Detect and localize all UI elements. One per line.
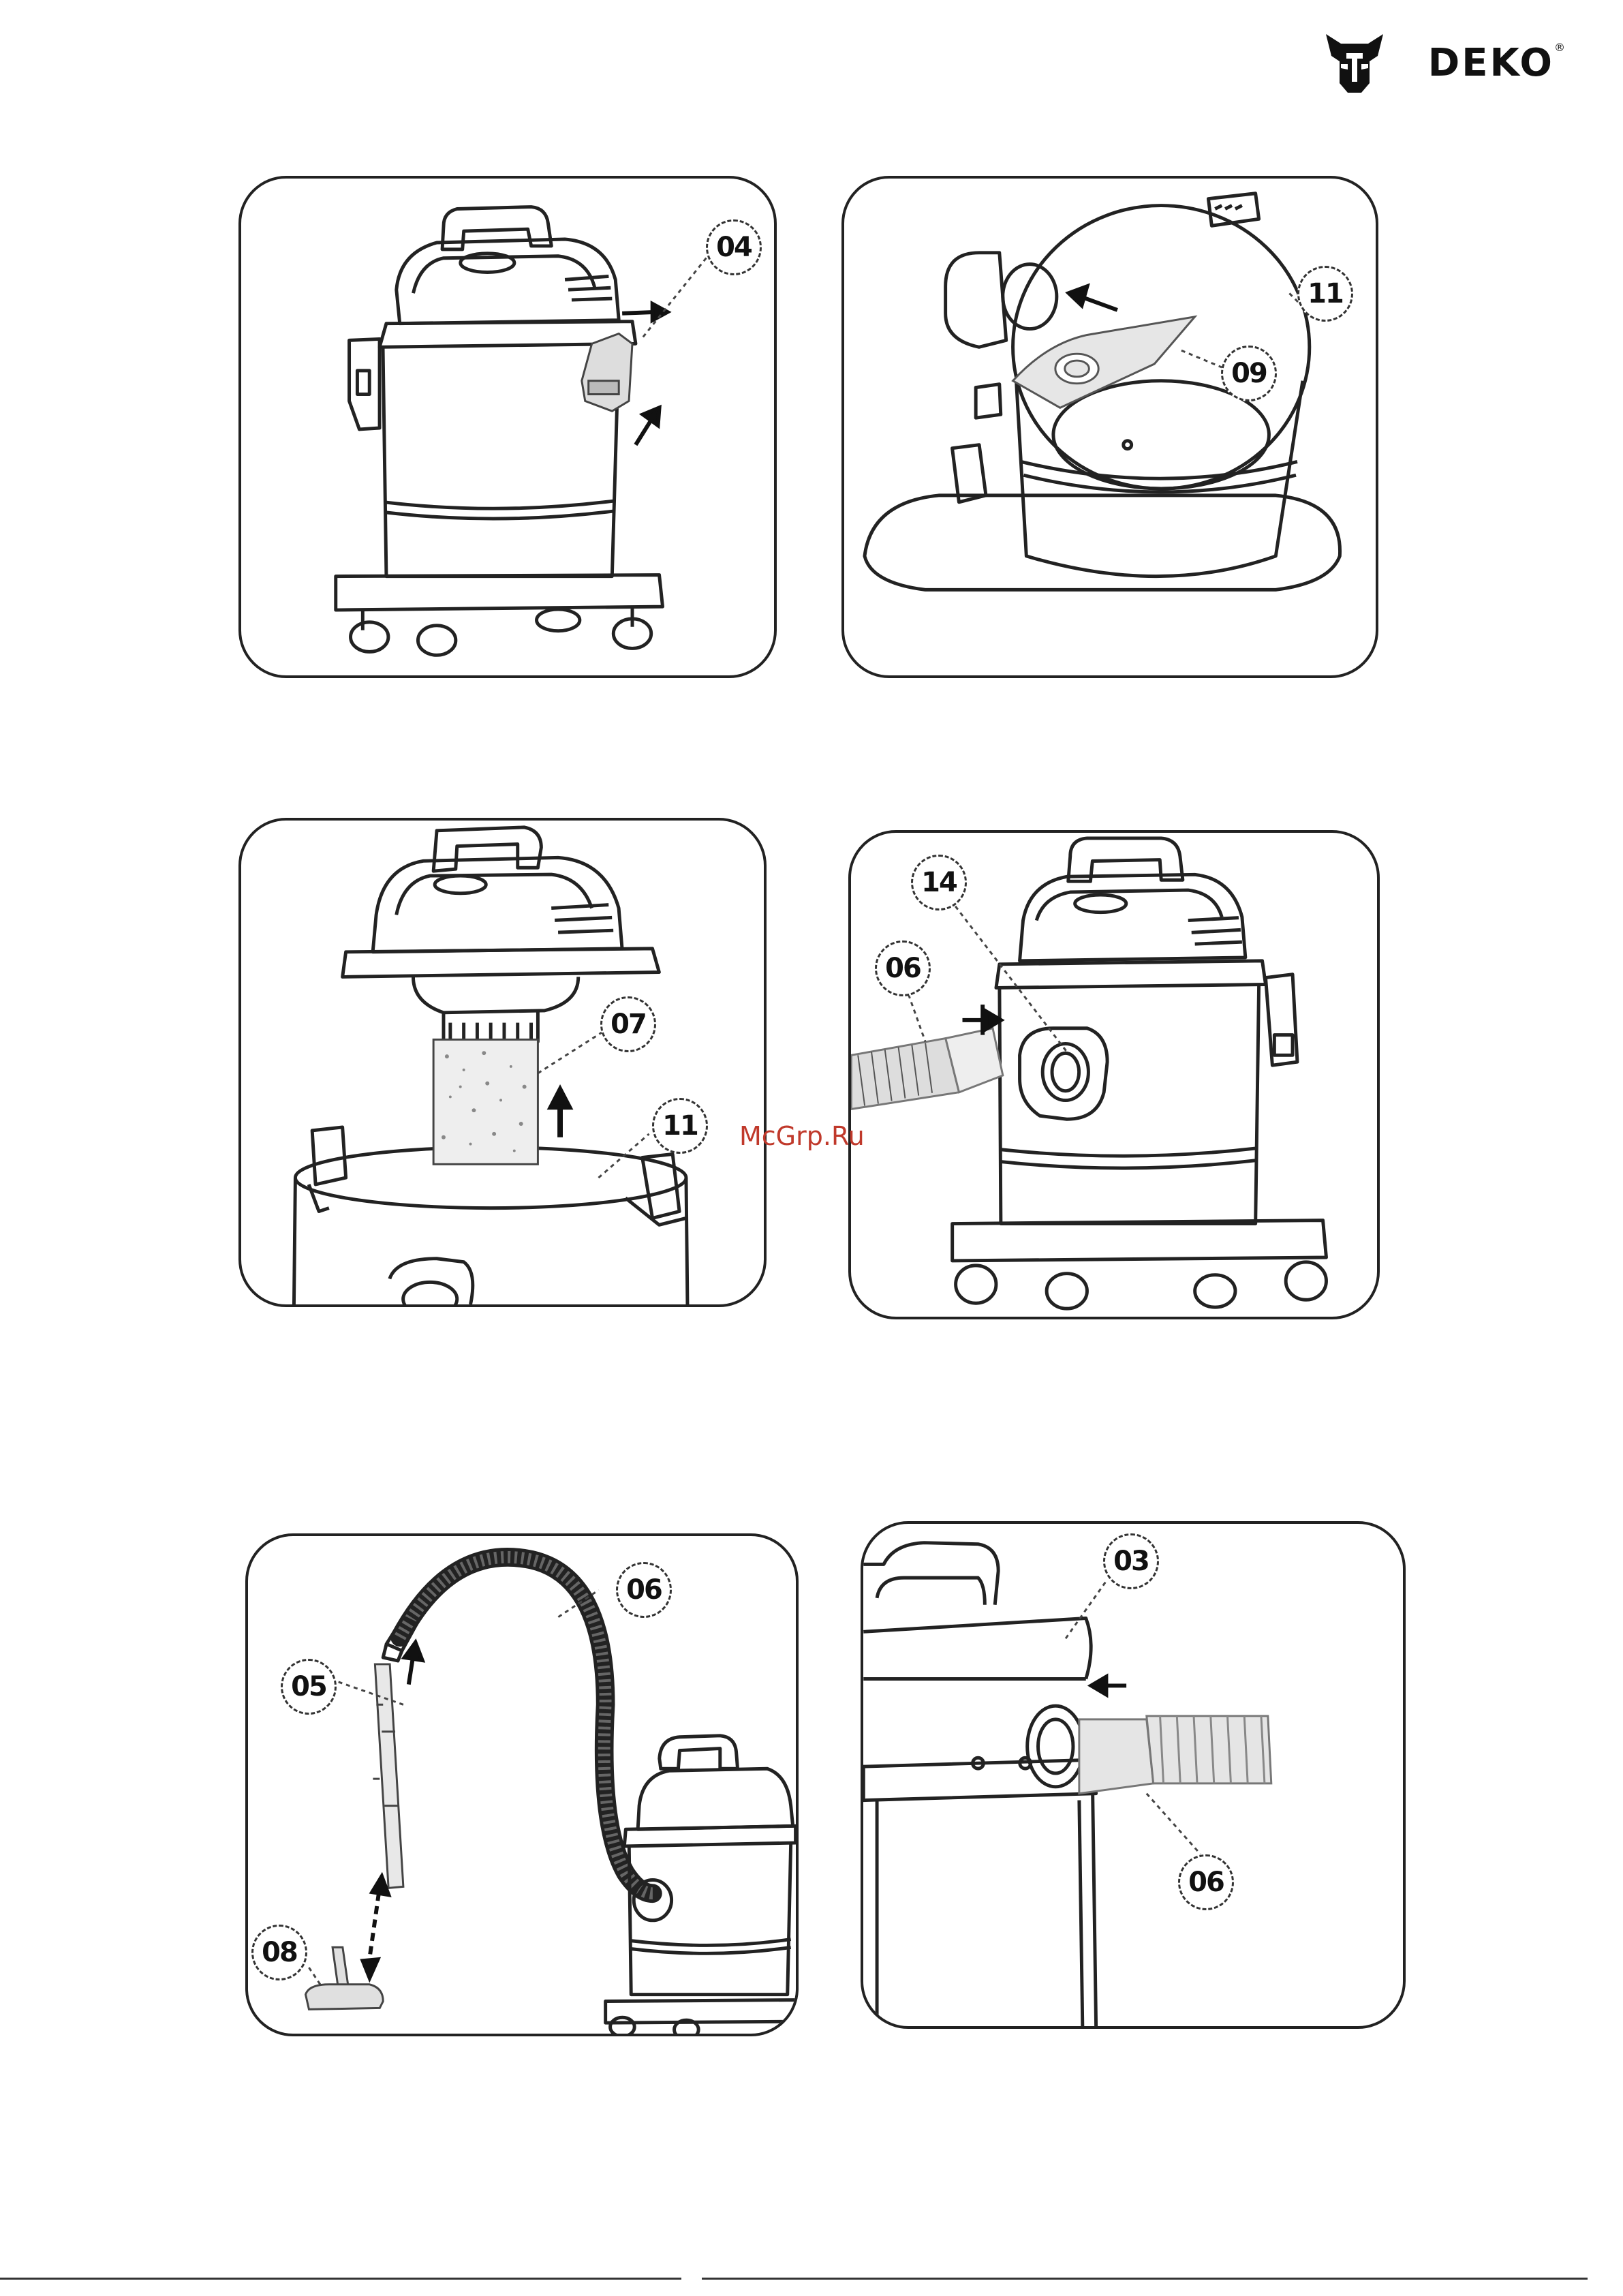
watermark: McGrp.Ru — [739, 1121, 865, 1151]
filter-removal-illustration — [241, 821, 764, 1304]
callout-part-14: 14 — [911, 855, 967, 910]
panel-4: 14 06 — [848, 830, 1380, 1319]
dust-bag-illustration — [844, 179, 1376, 675]
panel-3: 07 11 — [238, 818, 767, 1307]
panel-5: 06 05 08 — [245, 1533, 799, 2036]
callout-part-05: 05 — [281, 1659, 337, 1715]
tube-assembly-illustration — [248, 1536, 796, 2034]
callout-part-09: 09 — [1221, 346, 1277, 401]
footer-rule — [0, 2278, 681, 2280]
callout-part-04: 04 — [706, 219, 762, 275]
panel-2: 11 09 — [841, 176, 1378, 678]
deko-logo: DEKO® — [1320, 27, 1569, 98]
callout-part-08: 08 — [251, 1925, 307, 1980]
hose-connection-illustration — [863, 1524, 1403, 2026]
callout-part-11: 11 — [652, 1098, 708, 1154]
callout-part-11: 11 — [1297, 266, 1353, 322]
callout-part-07: 07 — [600, 996, 656, 1052]
footer-rule-right — [702, 2278, 1588, 2280]
callout-part-03: 03 — [1103, 1533, 1159, 1589]
callout-part-06: 06 — [875, 940, 931, 996]
panel-6: 03 06 — [861, 1521, 1406, 2029]
vacuum-clip-illustration — [241, 179, 774, 675]
callout-part-06: 06 — [616, 1562, 672, 1618]
brand-name: DEKO® — [1428, 41, 1565, 85]
bull-head-icon — [1320, 29, 1389, 97]
panel-1: 04 — [238, 176, 777, 678]
callout-part-06: 06 — [1178, 1854, 1234, 1910]
